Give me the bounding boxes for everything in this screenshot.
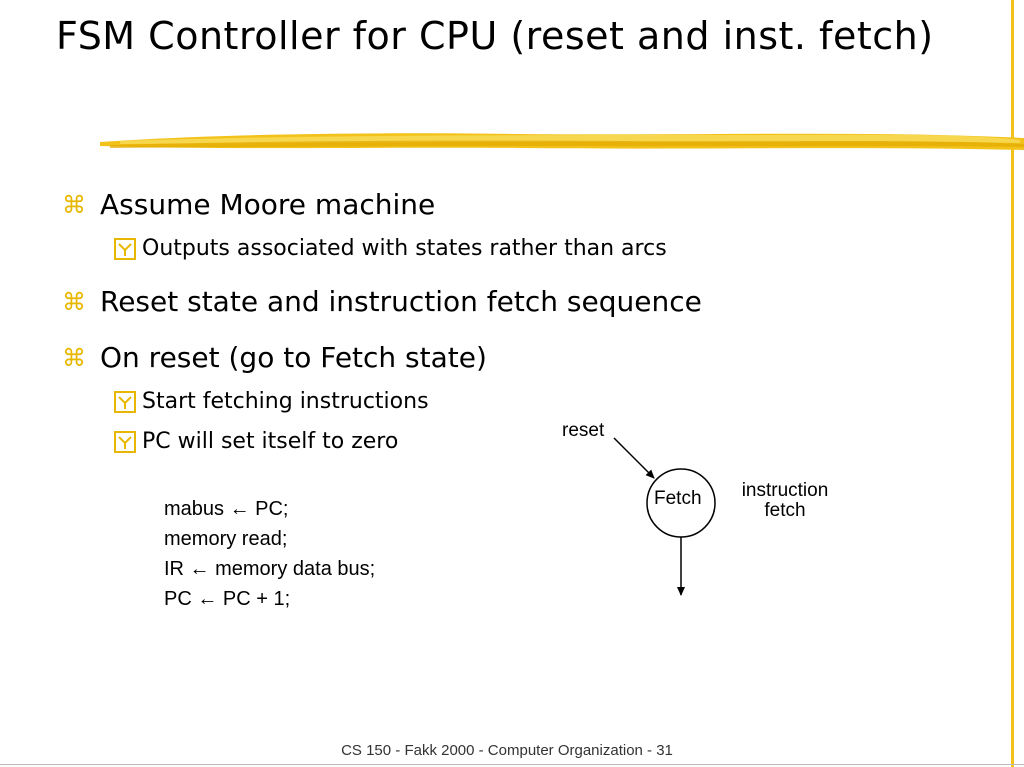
bullet-item: ⌘ Reset state and instruction fetch sequ… — [62, 285, 702, 319]
state-note-line: fetch — [764, 500, 806, 521]
fetch-operations-code: mabus ← PC; memory read; IR ← memory dat… — [164, 494, 375, 614]
bullet-text: On reset (go to Fetch state) — [100, 341, 487, 374]
checkbox-icon — [114, 391, 136, 413]
command-icon: ⌘ — [62, 191, 86, 219]
code-line: memory read; — [164, 528, 288, 550]
bullet-text: Assume Moore machine — [100, 188, 436, 221]
sub-bullet-text: PC will set itself to zero — [142, 429, 399, 454]
state-note-line: instruction — [741, 480, 829, 501]
sub-bullet-item: Start fetching instructions — [114, 388, 429, 416]
sub-bullet-text: Outputs associated with states rather th… — [142, 236, 667, 261]
right-border-line — [1011, 0, 1014, 767]
sub-bullet-text: Start fetching instructions — [142, 389, 429, 414]
checkbox-icon — [114, 431, 136, 453]
bullet-item: ⌘ On reset (go to Fetch state) — [62, 341, 487, 375]
code-line: PC ← PC + 1; — [164, 588, 291, 610]
command-icon: ⌘ — [62, 288, 86, 316]
highlight-brush-stroke — [100, 133, 1024, 150]
code-line: IR ← memory data bus; — [164, 558, 376, 580]
bottom-border-line — [0, 764, 1024, 765]
state-note: instruction fetch — [733, 481, 837, 521]
sub-bullet-item: Outputs associated with states rather th… — [114, 235, 667, 263]
fetch-state-label: Fetch — [654, 488, 702, 509]
reset-arrow — [613, 437, 655, 479]
slide-title: FSM Controller for CPU (reset and inst. … — [56, 14, 934, 58]
command-icon: ⌘ — [62, 344, 86, 372]
bullet-item: ⌘ Assume Moore machine — [62, 188, 435, 222]
checkbox-icon — [114, 238, 136, 260]
bullet-text: Reset state and instruction fetch sequen… — [100, 285, 702, 318]
slide-footer: CS 150 - Fakk 2000 - Computer Organizati… — [341, 742, 673, 759]
code-line: mabus ← PC; — [164, 498, 289, 520]
sub-bullet-item: PC will set itself to zero — [114, 428, 398, 456]
reset-label: reset — [562, 420, 605, 441]
